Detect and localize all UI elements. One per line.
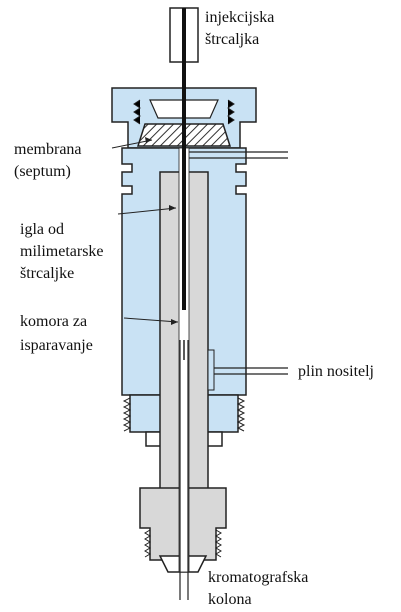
label-carrier-gas: plin nositelj xyxy=(298,363,374,380)
lower-threads xyxy=(122,397,246,432)
carrier-gas-line xyxy=(214,367,288,375)
nut-threads xyxy=(144,529,222,558)
label-chamber-line1: komora za xyxy=(20,313,88,330)
carrier-gas-inlet-upper xyxy=(189,151,288,159)
label-septum-line2: (septum) xyxy=(14,163,71,180)
label-needle-line1: igla od xyxy=(20,221,64,238)
label-syringe-line1: injekcijska xyxy=(205,9,275,26)
label-needle-line2: milimetarske xyxy=(20,243,104,260)
leader-lines xyxy=(111,139,179,323)
chromatographic-column xyxy=(179,340,189,600)
label-syringe-line2: štrcaljka xyxy=(205,31,260,48)
cap-threads xyxy=(133,99,235,125)
label-column-line1: kromatografska xyxy=(208,569,309,586)
syringe-needle xyxy=(182,8,186,310)
label-chamber-line2: isparavanje xyxy=(20,337,93,354)
label-septum-line1: membrana xyxy=(14,141,82,158)
label-column-line2: kolona xyxy=(208,591,252,608)
label-needle-line3: štrcaljke xyxy=(20,265,75,282)
